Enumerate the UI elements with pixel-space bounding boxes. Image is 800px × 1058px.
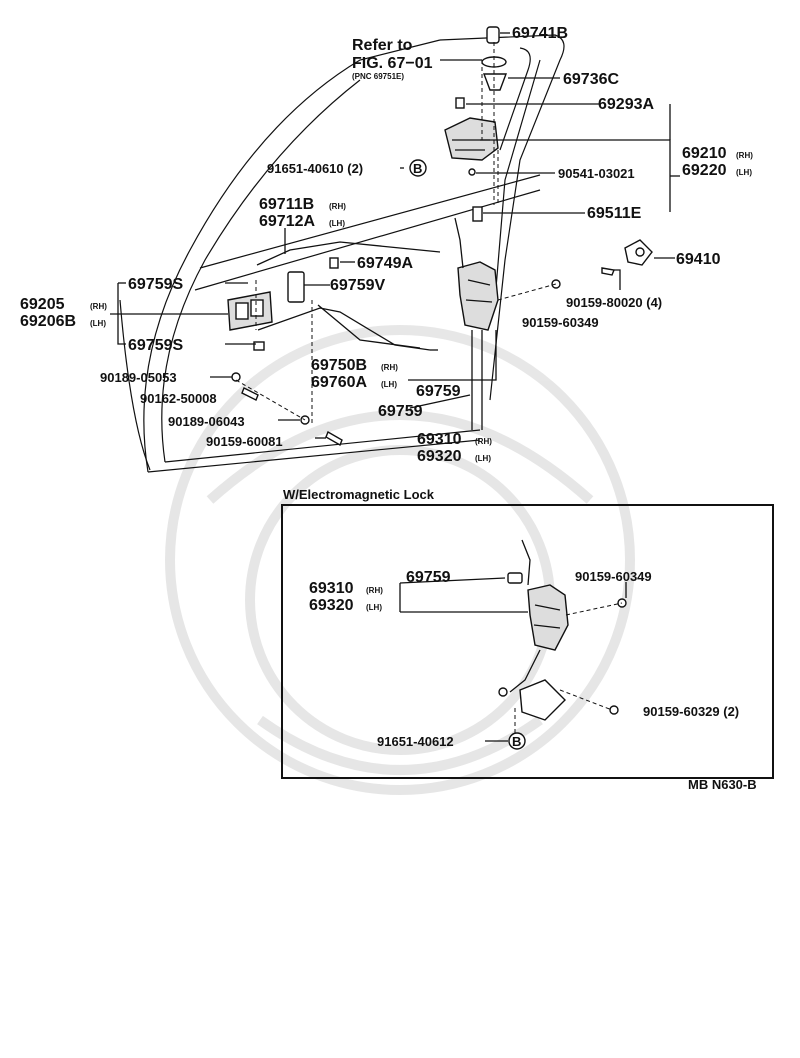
inset-leader-69759: [399, 577, 506, 584]
label-69293A: 69293A: [598, 96, 654, 113]
label-90189-06043: 90189-06043: [168, 414, 245, 429]
fig-ref-text: FIG. 67−01: [352, 55, 433, 72]
label-69206B: 69206B: [20, 313, 76, 330]
inside-rods: [257, 304, 431, 351]
label-69410: 69410: [676, 251, 721, 268]
label-69210: 69210: [682, 145, 727, 162]
cushion-pad: [287, 271, 305, 303]
label-69749A: 69749A: [357, 255, 413, 272]
label-90159-60081: 90159-60081: [206, 434, 283, 449]
suffix-lh-69206B: (LH): [90, 319, 106, 328]
suffix-rh-69310: (RH): [475, 437, 492, 446]
handle-screw: [468, 168, 476, 176]
suffix-rh-69210: (RH): [736, 151, 753, 160]
label-90159-80020: 90159-80020 (4): [566, 295, 662, 310]
watermark-emblem: [165, 325, 635, 795]
lock-knob: [482, 73, 508, 91]
label-69712A: 69712A: [259, 213, 315, 230]
outside-handle-assembly: [444, 117, 499, 161]
inset-label-91651-40612: 91651-40612: [377, 734, 454, 749]
refer-to-text: Refer to: [352, 37, 413, 54]
label-90189-05053: 90189-05053: [100, 370, 177, 385]
suffix-lh-69220: (LH): [736, 168, 752, 177]
inset-label-69759: 69759: [406, 569, 451, 586]
label-69750B: 69750B: [311, 357, 367, 374]
label-91651-40610: 91651-40610 (2): [267, 161, 363, 176]
suffix-rh-69750B: (RH): [381, 363, 398, 372]
label-69759-a: 69759: [416, 383, 461, 400]
pnc-ref-text: (PNC 69751E): [352, 72, 404, 81]
inset-label-69320: 69320: [309, 597, 354, 614]
door-body-outline: [119, 34, 565, 473]
door-lock-assembly: [454, 217, 499, 331]
leader-lines: [110, 32, 680, 439]
inset-suffix-lh: (LH): [366, 603, 382, 612]
label-69759V: 69759V: [330, 277, 385, 294]
label-90541-03021: 90541-03021: [558, 166, 635, 181]
label-69320: 69320: [417, 448, 462, 465]
upper-clip: [455, 97, 465, 109]
label-69711B: 69711B: [259, 196, 314, 213]
label-69741B: 69741B: [512, 25, 568, 42]
striker-screw: [601, 267, 615, 276]
inset-frame: [281, 504, 774, 779]
inset-title: W/Electromagnetic Lock: [283, 487, 435, 502]
small-clip: [329, 257, 339, 269]
inset-screws: [609, 598, 627, 715]
inset-clip: [507, 572, 523, 584]
lower-clip: [253, 341, 265, 351]
dashed-alignment-lines: [235, 42, 557, 425]
rod-clip: [472, 206, 483, 222]
label-69310: 69310: [417, 431, 462, 448]
label-69736C: 69736C: [563, 71, 619, 88]
inset-label-69310: 69310: [309, 580, 354, 597]
label-69220: 69220: [682, 162, 727, 179]
label-69759S-top: 69759S: [128, 276, 183, 293]
inset-label-90159-60349: 90159-60349: [575, 569, 652, 584]
diagram-code: MB N630-B: [688, 777, 757, 792]
label-69511E: 69511E: [587, 205, 642, 222]
label-69205: 69205: [20, 296, 65, 313]
inset-label-90159-60329: 90159-60329 (2): [643, 704, 739, 719]
label-69759-b: 69759: [378, 403, 423, 420]
b-marker-circle: [409, 159, 427, 177]
electromagnetic-lock-inset: W/Electromagnetic Lock 69310 (RH) 693: [281, 487, 774, 779]
b-marker-text: B: [413, 161, 422, 176]
suffix-lh-69712A: (LH): [329, 219, 345, 228]
label-69759S-bottom: 69759S: [128, 337, 183, 354]
inset-b-marker-text: B: [512, 734, 521, 749]
inset-suffix-rh: (RH): [366, 586, 383, 595]
upper-lock-knob-cap: [486, 26, 500, 44]
label-69760A: 69760A: [311, 374, 367, 391]
inset-dash-60349: [565, 602, 623, 616]
inside-handle-bezel: [227, 291, 273, 331]
lock-rod: [256, 241, 441, 266]
callout-labels: Refer to FIG. 67−01 (PNC 69751E) 69741B …: [20, 25, 753, 465]
inset-dash-60329: [559, 689, 613, 711]
suffix-rh-69711B: (RH): [329, 202, 346, 211]
suffix-rh-69205: (RH): [90, 302, 107, 311]
suffix-lh-69760A: (LH): [381, 380, 397, 389]
inset-lock-assembly: [509, 539, 569, 693]
inset-b-marker-circle: [508, 732, 526, 750]
door-striker: [624, 239, 653, 266]
label-90162-50008: 90162-50008: [140, 391, 217, 406]
suffix-lh-69320: (LH): [475, 454, 491, 463]
inset-actuator-motor: [498, 679, 566, 721]
label-90159-60349: 90159-60349: [522, 315, 599, 330]
